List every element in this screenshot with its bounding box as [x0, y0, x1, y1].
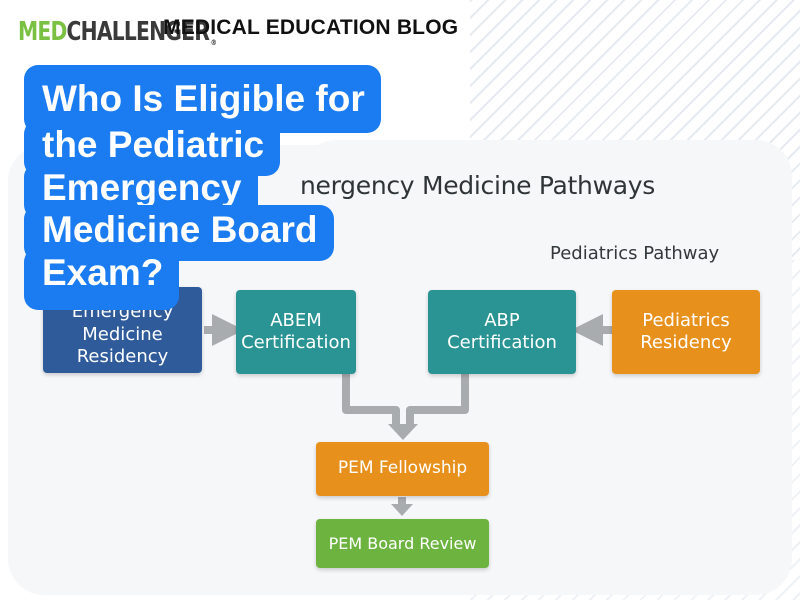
- diagram-title: nergency Medicine Pathways: [300, 171, 655, 200]
- logo-med-text: MED: [18, 17, 67, 47]
- node-abp-certification: ABP Certification: [428, 290, 576, 374]
- node-pediatrics-residency: Pediatrics Residency: [612, 290, 760, 374]
- node-abem-certification: ABEM Certification: [236, 290, 356, 374]
- arrowhead-into-review: [391, 504, 413, 516]
- node-pem-fellowship-label: PEM Fellowship: [337, 458, 468, 479]
- node-abp-certification-label: ABP Certification: [447, 309, 557, 354]
- node-em-residency-label: Emergency Medicine Residency: [71, 301, 174, 368]
- logo-challenger-text: CHALLENGER: [66, 17, 210, 47]
- node-pem-board-review: PEM Board Review: [316, 519, 489, 568]
- arrowhead-into-fellowship: [388, 424, 418, 440]
- node-pediatrics-residency-label: Pediatrics Residency: [640, 309, 732, 354]
- node-pem-board-review-label: PEM Board Review: [328, 533, 477, 553]
- pediatrics-pathway-label: Pediatrics Pathway: [550, 243, 720, 264]
- arrow-abp-to-fellowship: [406, 374, 469, 428]
- headline-line-5: Exam?: [24, 248, 180, 310]
- headline-line-4: Medicine Board: [24, 205, 334, 261]
- node-abem-certification-label: ABEM Certification: [241, 309, 351, 354]
- logo-trademark: ®: [210, 38, 217, 47]
- blog-category-label: MEDICAL EDUCATION BLOG: [163, 16, 459, 39]
- node-pem-fellowship: PEM Fellowship: [316, 442, 489, 496]
- arrow-abem-to-fellowship: [342, 374, 400, 428]
- headline-line-1: Who Is Eligible for: [24, 65, 381, 133]
